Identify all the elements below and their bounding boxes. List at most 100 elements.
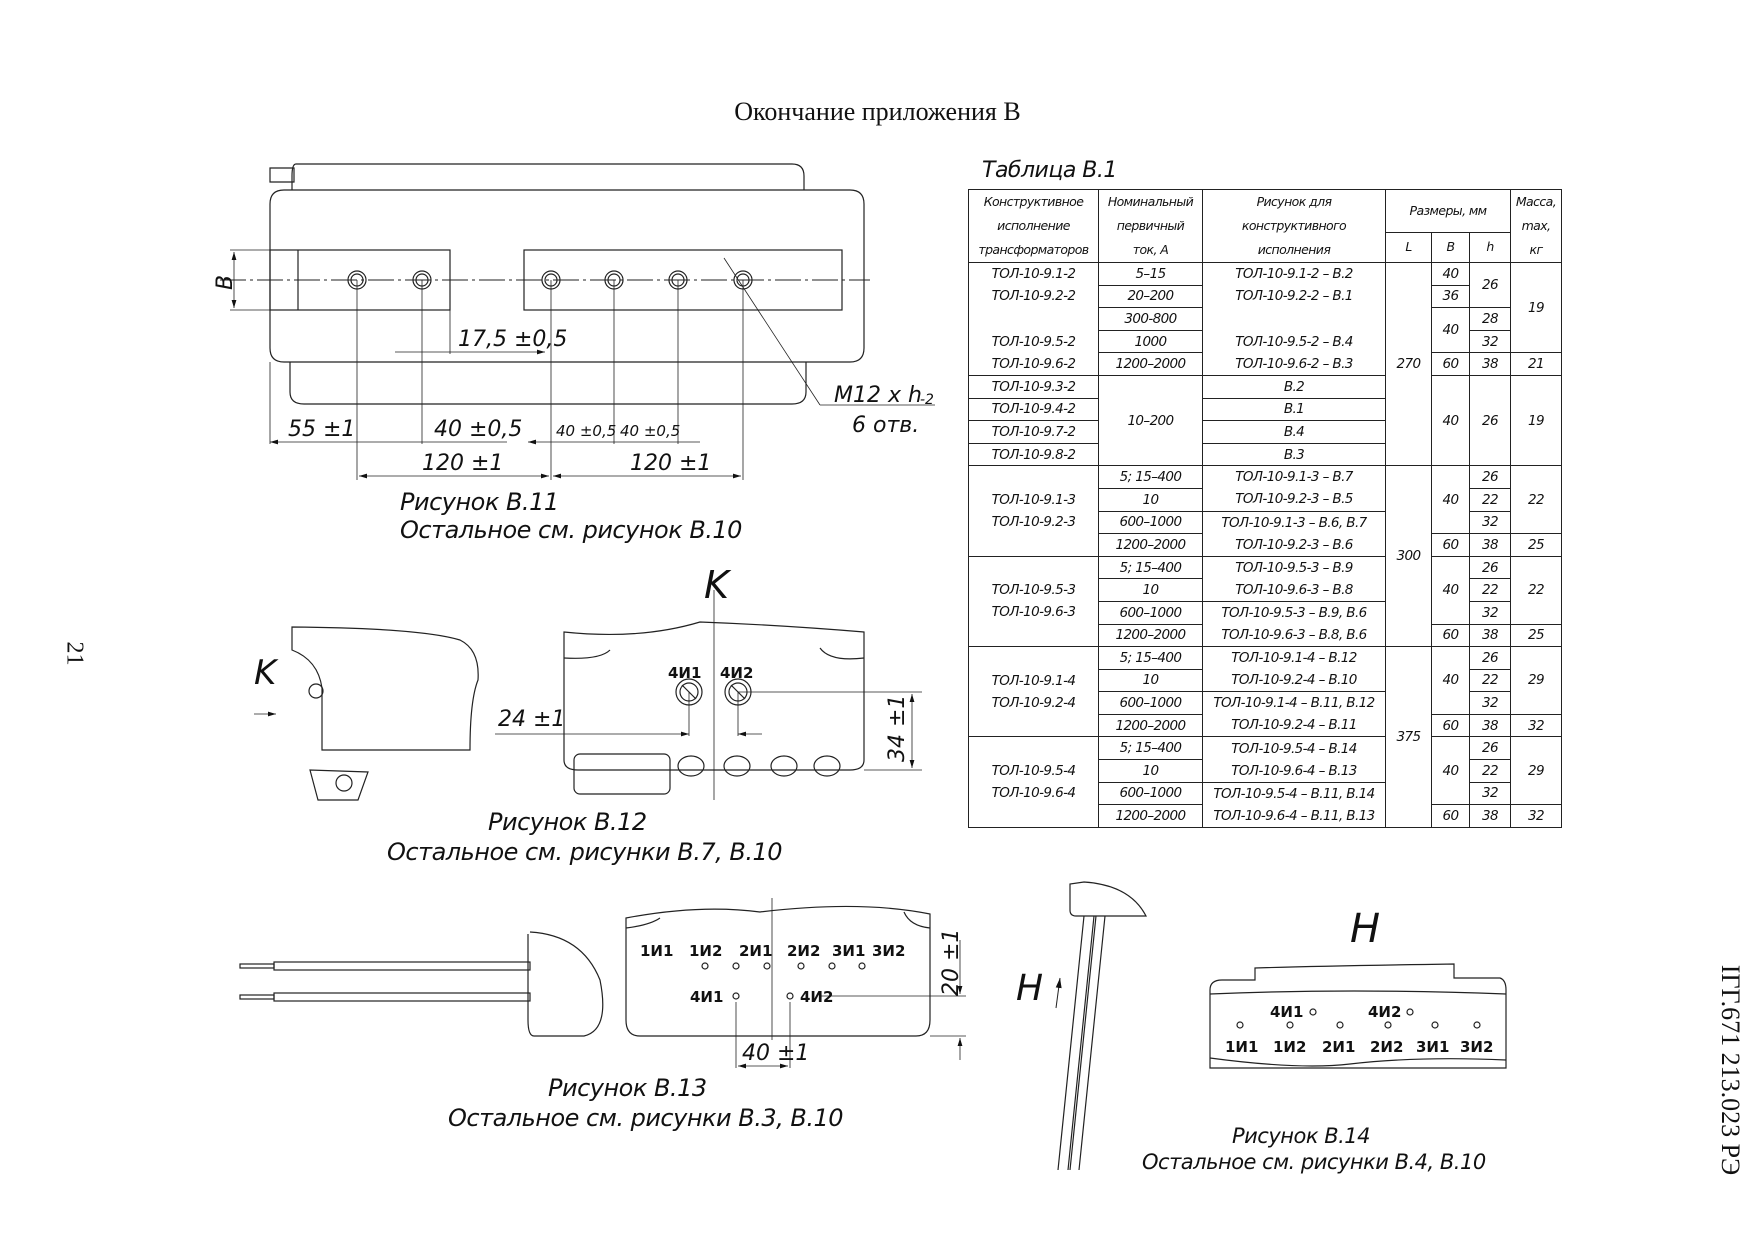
figure-cell: ТОЛ-10-9.2-4 – В.11 bbox=[1202, 714, 1386, 738]
figure-cell: ТОЛ-10-9.5-4 – В.14 bbox=[1202, 736, 1386, 760]
terminal-label: 3И2 bbox=[872, 942, 905, 960]
figure-cell: ТОЛ-10-9.5-3 – В.9 bbox=[1202, 555, 1386, 579]
figure-b14-caption: Рисунок В.14 bbox=[1232, 1124, 1371, 1148]
figure-b13-labels: 1И1 1И2 2И1 2И2 3И1 3И2 4И1 4И2 40 ±1 20… bbox=[640, 929, 964, 1066]
dim-label: 34 ±1 bbox=[885, 695, 910, 762]
figure-cell: ТОЛ-10-9.2-2 – В.1 bbox=[1202, 285, 1386, 308]
figure-b13-caption: Рисунок В.13 bbox=[548, 1074, 707, 1102]
figure-cell: ТОЛ-10-9.5-4 – В.11, В.14 bbox=[1202, 781, 1386, 805]
terminal-label: 4И1 bbox=[1270, 1003, 1303, 1021]
B-cell: 60 bbox=[1431, 713, 1470, 738]
header-dimensions: Размеры, мм bbox=[1385, 189, 1511, 233]
terminal-label: 1И2 bbox=[689, 942, 722, 960]
table-row: 10 ТОЛ-10-9.2-3 – В.5 22 bbox=[969, 487, 1562, 512]
table-row: 10 ТОЛ-10-9.6-3 – В.8 22 bbox=[969, 578, 1562, 602]
design-cell: ТОЛ-10-9.5-4 ТОЛ-10-9.6-4 bbox=[968, 736, 1099, 828]
terminal-label: 1И1 bbox=[1225, 1038, 1258, 1056]
B-cell: 40 bbox=[1431, 555, 1470, 625]
figure-cell: ТОЛ-10-9.2-3 – В.6 bbox=[1202, 533, 1386, 557]
table-header-row: Конструктивное исполнение трансформаторо… bbox=[968, 189, 1562, 263]
B-cell: 40 bbox=[1431, 307, 1470, 354]
dim-B-label: B bbox=[213, 275, 238, 290]
table-row: 1200–2000 ТОЛ-10-9.2-3 – В.6 60 38 25 bbox=[969, 533, 1562, 557]
h-cell: 38 bbox=[1469, 713, 1511, 738]
current-cell: 5; 15–400 bbox=[1098, 736, 1203, 761]
figure-cell: ТОЛ-10-9.5-3 – В.9, В.6 bbox=[1202, 600, 1386, 624]
figure-b14-subcaption: Остальное см. рисунки В.4, В.10 bbox=[1142, 1150, 1486, 1174]
dim-label: 120 ±1 bbox=[422, 451, 503, 476]
design-cell: ТОЛ-10-9.5-3 ТОЛ-10-9.6-3 bbox=[968, 555, 1099, 648]
terminal-marks bbox=[1236, 1008, 1481, 1029]
figure-b14-labels: H H 4И1 4И2 1И1 1И2 2И1 2И2 3И1 3И2 bbox=[1016, 906, 1493, 1056]
table-row: ТОЛ-10-9.7-2 В.4 bbox=[968, 420, 1562, 444]
h-cell: 22 bbox=[1469, 578, 1511, 602]
figure-b11-drawing bbox=[220, 163, 935, 480]
L-cell: 375 bbox=[1385, 646, 1432, 828]
header-design: Конструктивное исполнение трансформаторо… bbox=[968, 189, 1099, 263]
mass-cell: 22 bbox=[1510, 465, 1562, 535]
dim-label: 40 ±1 bbox=[742, 1041, 809, 1066]
table-row: ТОЛ-10-9.1-2 5–15 ТОЛ-10-9.1-2 – В.2 270… bbox=[968, 261, 1562, 467]
current-cell: 600–1000 bbox=[1098, 600, 1203, 625]
figure-cell: В.2 bbox=[1202, 374, 1386, 399]
table-row: ТОЛ-10-9.5-3 ТОЛ-10-9.6-3 5; 15–400 ТОЛ-… bbox=[968, 555, 1562, 648]
h-cell: 26 bbox=[1469, 261, 1511, 309]
view-arrow-label: H bbox=[1016, 968, 1043, 1009]
figure-b12-subcaption: Остальное см. рисунки В.7, В.10 bbox=[387, 838, 782, 866]
table-row: 600–1000 ТОЛ-10-9.5-3 – В.9, В.6 32 bbox=[969, 600, 1562, 625]
h-cell: 26 bbox=[1469, 374, 1511, 467]
view-arrow-label: K bbox=[254, 653, 279, 693]
terminal-label: 3И2 bbox=[1460, 1038, 1493, 1056]
figure-b13-drawing bbox=[239, 898, 966, 1069]
table-row: 1200–2000 ТОЛ-10-9.2-4 – В.11 60 38 32 bbox=[969, 713, 1562, 738]
L-cell: 270 bbox=[1385, 261, 1432, 467]
view-label: K bbox=[704, 563, 732, 607]
terminal-marks bbox=[701, 962, 866, 1000]
terminal-label: 2И1 bbox=[1322, 1038, 1355, 1056]
figure-cell: ТОЛ-10-9.1-4 – В.11, В.12 bbox=[1202, 691, 1386, 715]
table-row: ТОЛ-10-9.5-2 1000 ТОЛ-10-9.5-2 – В.4 32 bbox=[968, 329, 1562, 354]
table-row: 600–1000 ТОЛ-10-9.5-4 – В.11, В.14 32 bbox=[969, 781, 1562, 806]
terminal-label: 2И2 bbox=[787, 942, 820, 960]
mass-cell: 22 bbox=[1510, 555, 1562, 625]
figure-b12-caption: Рисунок В.12 bbox=[488, 808, 647, 836]
current-cell: 1200–2000 bbox=[1098, 533, 1203, 557]
design-cell: ТОЛ-10-9.7-2 bbox=[968, 420, 1099, 444]
terminal-label: 4И2 bbox=[720, 664, 753, 682]
mass-cell: 32 bbox=[1510, 804, 1562, 828]
figure-b11-labels: B 17,5 ±0,5 55 ±1 40 ±0,5 40 ±0,5 40 ±0,… bbox=[213, 275, 934, 476]
figure-cell: ТОЛ-10-9.6-3 – В.8 bbox=[1202, 578, 1386, 602]
table-caption: Таблица В.1 bbox=[982, 158, 1117, 183]
figure-cell: ТОЛ-10-9.2-3 – В.5 bbox=[1202, 488, 1386, 512]
design-cell: ТОЛ-10-9.1-2 bbox=[968, 262, 1099, 286]
h-cell: 22 bbox=[1469, 487, 1511, 512]
figure-cell: ТОЛ-10-9.6-3 – В.8, В.6 bbox=[1202, 624, 1386, 648]
dim-label: 40 ±0,5 bbox=[434, 417, 522, 442]
header-L: L bbox=[1385, 231, 1432, 264]
table-row: ТОЛ-10-9.3-2 10–200 В.2 40 26 19 bbox=[968, 374, 1562, 467]
h-cell: 26 bbox=[1469, 646, 1511, 670]
B-cell: 40 bbox=[1431, 465, 1470, 535]
current-cell: 10 bbox=[1098, 578, 1203, 602]
figure-cell: ТОЛ-10-9.1-2 – В.2 bbox=[1202, 262, 1386, 286]
table-row: 600–1000 ТОЛ-10-9.1-4 – В.11, В.12 32 bbox=[969, 691, 1562, 715]
spec-table: Конструктивное исполнение трансформаторо… bbox=[968, 189, 1562, 828]
dim-label: 40 ±0,5 bbox=[556, 422, 616, 440]
figure-cell: ТОЛ-10-9.1-3 – В.6, В.7 bbox=[1202, 510, 1386, 534]
design-cell: ТОЛ-10-9.2-2 bbox=[968, 285, 1099, 308]
terminal-label: 3И1 bbox=[832, 942, 865, 960]
h-cell: 38 bbox=[1469, 804, 1511, 828]
header-h: h bbox=[1469, 231, 1511, 264]
thread-tolerance: -2 bbox=[920, 392, 934, 408]
dim-label: 20 ±1 bbox=[939, 929, 964, 996]
figure-b12-drawing bbox=[254, 590, 922, 801]
view-label: H bbox=[1350, 906, 1380, 952]
header-B: B bbox=[1431, 231, 1470, 264]
terminal-label: 4И2 bbox=[1368, 1003, 1401, 1021]
figure-cell: ТОЛ-10-9.1-3 – В.7 bbox=[1202, 465, 1386, 489]
terminal-label: 4И2 bbox=[800, 988, 833, 1006]
terminal-label: 1И2 bbox=[1273, 1038, 1306, 1056]
figure-b13-subcaption: Остальное см. рисунки В.3, В.10 bbox=[448, 1104, 843, 1132]
table-row: 300-800 40 28 bbox=[968, 307, 1562, 354]
h-cell: 32 bbox=[1469, 329, 1511, 354]
